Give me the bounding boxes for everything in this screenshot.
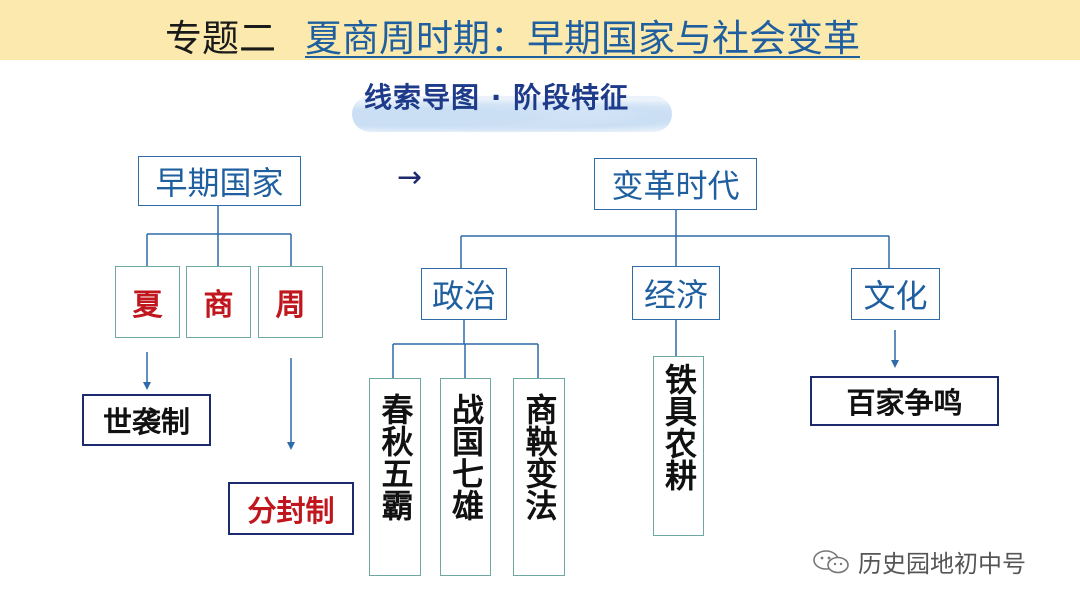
node-enfeoffment-label: 分封制 <box>247 493 335 528</box>
subtitle-banner: 线索导图 · 阶段特征 <box>352 74 672 134</box>
node-culture-label: 文化 <box>863 277 928 315</box>
arrowhead-xia <box>143 382 151 390</box>
node-hereditary: 世袭制 <box>82 394 211 446</box>
node-hundred-schools: 百家争鸣 <box>810 376 999 426</box>
arrowhead-culture <box>891 360 899 368</box>
node-reform-era: 变革时代 <box>594 158 757 210</box>
node-xia-label: 夏 <box>132 288 163 323</box>
node-culture: 文化 <box>851 268 940 320</box>
arrowhead-zhou <box>287 442 295 450</box>
node-enfeoffment: 分封制 <box>228 482 354 535</box>
cloud-decoration <box>352 96 672 132</box>
node-xia: 夏 <box>115 266 180 338</box>
header-banner: 专题二 夏商周时期：早期国家与社会变革 <box>0 0 1080 60</box>
node-zhou-label: 周 <box>275 288 306 323</box>
node-politics-label: 政治 <box>431 277 496 315</box>
node-early-state-label: 早期国家 <box>155 164 284 202</box>
topic-title-link[interactable]: 夏商周时期：早期国家与社会变革 <box>305 17 860 60</box>
watermark-text: 历史园地初中号 <box>858 550 1026 578</box>
node-politics: 政治 <box>421 268 507 320</box>
node-reform-era-label: 变革时代 <box>611 167 740 205</box>
node-iron-tools: 铁具农耕 <box>653 356 704 536</box>
node-shang-label: 商 <box>203 288 234 323</box>
node-shang-yang-label: 商鞅变法 <box>520 393 559 521</box>
node-shang-yang: 商鞅变法 <box>513 378 565 576</box>
node-zhou: 周 <box>258 266 323 338</box>
node-early-state: 早期国家 <box>138 156 301 206</box>
node-iron-tools-label: 铁具农耕 <box>660 363 698 491</box>
node-shang: 商 <box>186 266 251 338</box>
node-spring-autumn: 春秋五霸 <box>369 378 421 576</box>
arrow-right-icon: → <box>397 160 423 195</box>
subtitle: 线索导图 · 阶段特征 <box>364 81 630 114</box>
node-warring-states-label: 战国七雄 <box>447 393 485 521</box>
watermark: 历史园地初中号 <box>812 544 1026 579</box>
node-hereditary-label: 世袭制 <box>102 405 190 439</box>
topic-label: 专题二 <box>165 17 276 60</box>
node-warring-states: 战国七雄 <box>440 378 491 576</box>
node-spring-autumn-label: 春秋五霸 <box>376 393 415 521</box>
wechat-icon <box>812 549 852 575</box>
node-hundred-schools-label: 百家争鸣 <box>846 386 963 420</box>
node-economy-label: 经济 <box>643 276 708 314</box>
node-economy: 经济 <box>632 266 720 320</box>
